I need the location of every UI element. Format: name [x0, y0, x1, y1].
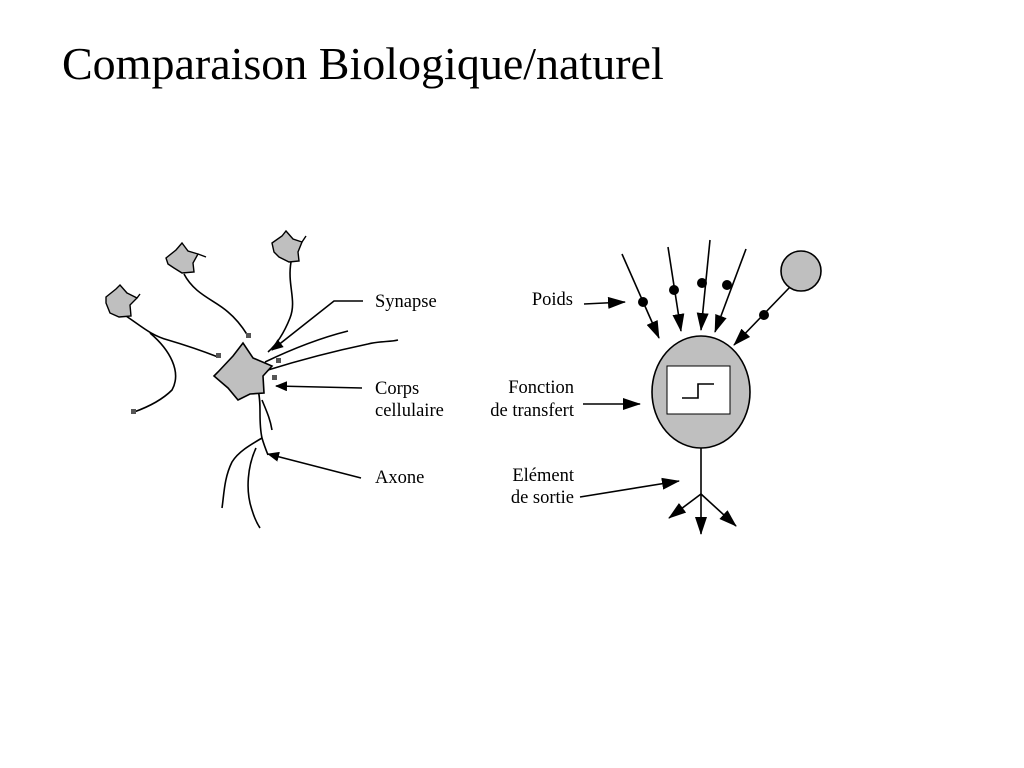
weight-dots [638, 278, 769, 320]
label-corps: Corps [375, 379, 419, 399]
label-de-transfert: de transfert [490, 401, 575, 421]
label-synapse: Synapse [375, 292, 437, 312]
label-axone: Axone [375, 468, 424, 488]
cell-body [212, 341, 274, 401]
biological-neuron: Synapse Corps cellulaire Axone [105, 229, 444, 529]
step-function-icon [682, 383, 714, 399]
synapse-terminals [131, 333, 281, 414]
label-poids: Poids [532, 290, 573, 310]
label-fonction: Fonction [508, 378, 574, 398]
label-element: Elément [512, 466, 575, 486]
small-neuron-middle [165, 241, 200, 274]
output-arrows [668, 448, 737, 535]
biological-label-arrows [267, 300, 363, 479]
small-neuron-top [271, 229, 303, 263]
artificial-neuron: Poids Fonction de transfert Elément de s… [490, 239, 822, 535]
artificial-label-arrows [579, 296, 680, 498]
small-neuron-left [105, 283, 139, 318]
label-de-sortie: de sortie [511, 488, 574, 508]
input-arrows [621, 239, 791, 346]
page-title: Comparaison Biologique/naturel [62, 38, 664, 89]
input-neuron [780, 250, 822, 292]
label-cellulaire: cellulaire [375, 401, 444, 421]
dendrites [125, 261, 399, 529]
